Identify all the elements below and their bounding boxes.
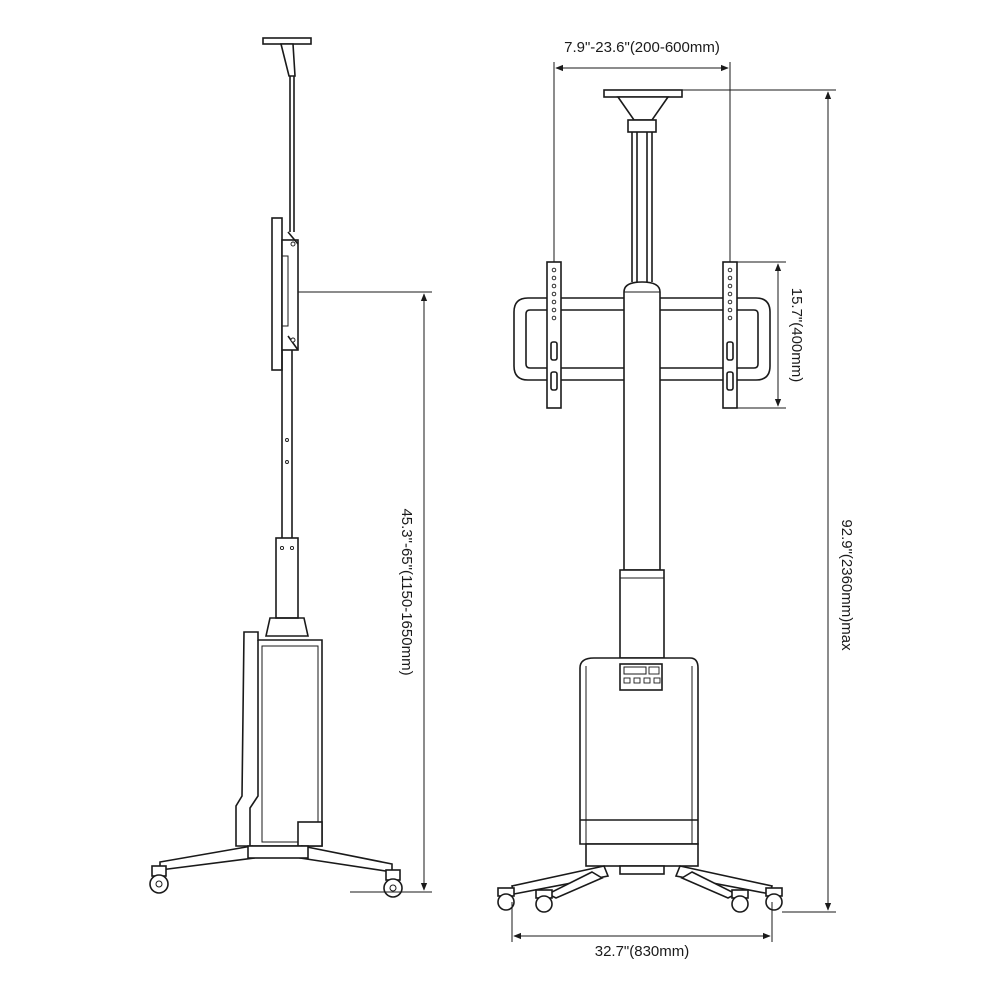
height-range-label: 45.3"-65"(1150-1650mm) [398, 508, 415, 675]
vesa-height-label: 15.7"(400mm) [788, 288, 805, 383]
vesa-width-label: 7.9"-23.6"(200-600mm) [564, 39, 720, 56]
total-height-label: 92.9"(2360mm)max [838, 519, 855, 651]
front-lower-column [619, 569, 665, 659]
side-view [149, 37, 403, 898]
side-top-rod [289, 76, 295, 232]
front-caster-2 [535, 889, 553, 913]
front-control-panel [619, 663, 663, 691]
front-top-plate [603, 89, 683, 133]
front-main-column [623, 281, 661, 571]
vesa-height-dimension: 15.7"(400mm) [737, 261, 805, 409]
front-vesa-arm-left [546, 261, 562, 409]
front-caster-1 [497, 887, 515, 911]
side-mount-bracket [271, 217, 299, 371]
front-twin-rods [631, 132, 653, 282]
front-legs [511, 865, 773, 899]
base-width-dimension: 32.7"(830mm) [511, 902, 773, 960]
base-width-label: 32.7"(830mm) [595, 943, 690, 960]
front-view [497, 89, 783, 913]
side-caster-left [149, 865, 169, 894]
side-caster-right [383, 869, 403, 898]
side-lower-pole [265, 537, 309, 637]
front-caster-3 [731, 889, 749, 913]
side-base-housing [235, 631, 323, 847]
side-top-plate [262, 37, 312, 77]
side-main-pole [281, 350, 293, 538]
front-base-housing [579, 657, 699, 875]
front-vesa-arm-right [722, 261, 738, 409]
side-legs [159, 845, 393, 873]
front-caster-4 [765, 887, 783, 911]
vesa-width-dimension: 7.9"-23.6"(200-600mm) [553, 39, 731, 262]
height-range-dimension: 45.3"-65"(1150-1650mm) [298, 291, 432, 893]
total-height-dimension: 92.9"(2360mm)max [682, 89, 855, 913]
